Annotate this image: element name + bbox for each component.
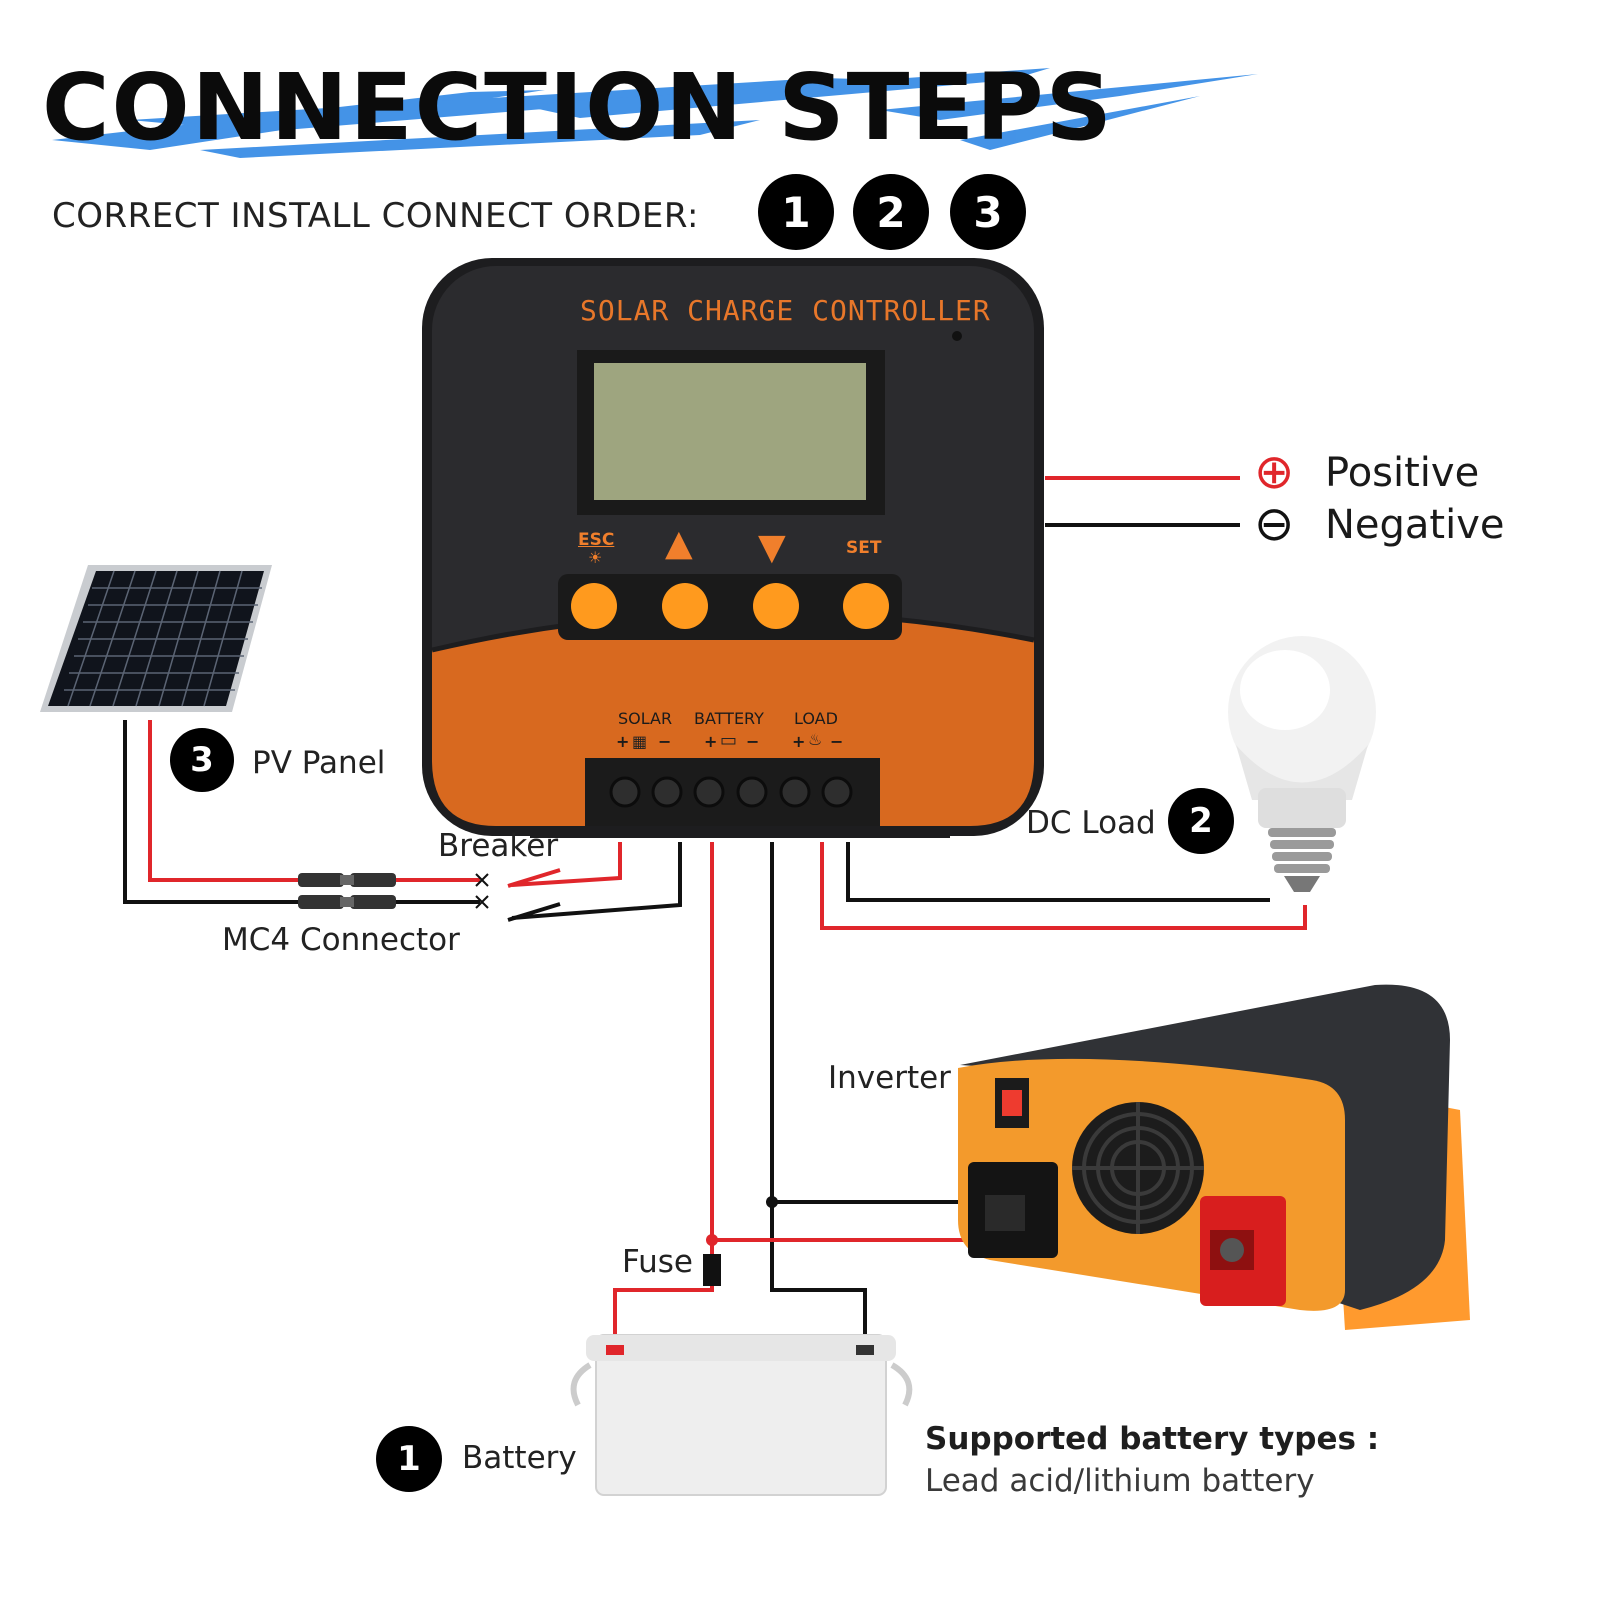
esc-button[interactable] (571, 583, 617, 629)
negative-icon: ⊖ (1254, 496, 1295, 552)
inverter (958, 984, 1470, 1330)
order-step-2: 2 (853, 174, 929, 250)
supported-battery-title: Supported battery types : (925, 1421, 1380, 1457)
battery-step: 1 (376, 1426, 442, 1492)
page-title: CONNECTION STEPS (42, 54, 1114, 161)
fuse-label: Fuse (622, 1244, 694, 1280)
positive-icon: ⊕ (1254, 444, 1295, 500)
legend-positive-label: Positive (1325, 450, 1480, 496)
down-arrow-icon: ▼ (758, 527, 786, 568)
battery-plus: + (704, 732, 718, 751)
load-plus: + (792, 732, 806, 751)
order-step-1: 1 (758, 174, 834, 250)
load-positive-wire (820, 842, 1307, 930)
dc-load-step: 2 (1168, 788, 1234, 854)
charge-controller (422, 258, 1044, 838)
esc-button-label: ESC (578, 530, 615, 550)
breaker-label: Breaker (438, 828, 559, 864)
inverter-negative-wire (772, 1200, 982, 1215)
battery-minus: − (746, 732, 760, 751)
down-button[interactable] (753, 583, 799, 629)
up-button[interactable] (662, 583, 708, 629)
solar-panel-icon: ▦ (632, 732, 648, 751)
set-button-label: SET (846, 538, 882, 558)
terminal-solar-label: SOLAR (618, 709, 673, 728)
fuse-body (703, 1254, 721, 1286)
bulb-icon: ♨ (808, 730, 823, 749)
pv-panel-label: PV Panel (252, 745, 386, 781)
light-bulb (1228, 636, 1376, 892)
battery-icon: ▭ (720, 730, 738, 751)
solar-plus: + (616, 732, 630, 751)
inverter-label: Inverter (828, 1060, 951, 1096)
legend-negative-label: Negative (1325, 502, 1505, 548)
battery-negative-wire (770, 842, 867, 1350)
breaker-contacts (475, 873, 489, 909)
terminal-battery-label: BATTERY (694, 709, 764, 728)
light-icon: ☀ (588, 548, 603, 567)
battery-label: Battery (462, 1440, 577, 1476)
dc-load-label: DC Load (1026, 805, 1156, 841)
mc4-connector-label: MC4 Connector (222, 922, 460, 958)
install-order-label: CORRECT INSTALL CONNECT ORDER: (52, 196, 699, 236)
mc4-connectors (298, 873, 396, 909)
supported-battery-types: Lead acid/lithium battery (925, 1463, 1315, 1499)
load-minus: − (830, 732, 844, 751)
order-step-3: 3 (950, 174, 1026, 250)
solar-panel (40, 565, 272, 712)
controller-title: SOLAR CHARGE CONTROLLER (580, 294, 991, 327)
title-brush-strokes (52, 68, 1258, 158)
solar-minus: − (658, 732, 672, 751)
terminal-load-label: LOAD (794, 709, 838, 728)
pv-panel-step: 3 (170, 728, 234, 792)
set-button[interactable] (843, 583, 889, 629)
battery-body (570, 1334, 913, 1496)
up-arrow-icon: ▲ (665, 523, 693, 564)
load-negative-wire (846, 842, 1270, 902)
